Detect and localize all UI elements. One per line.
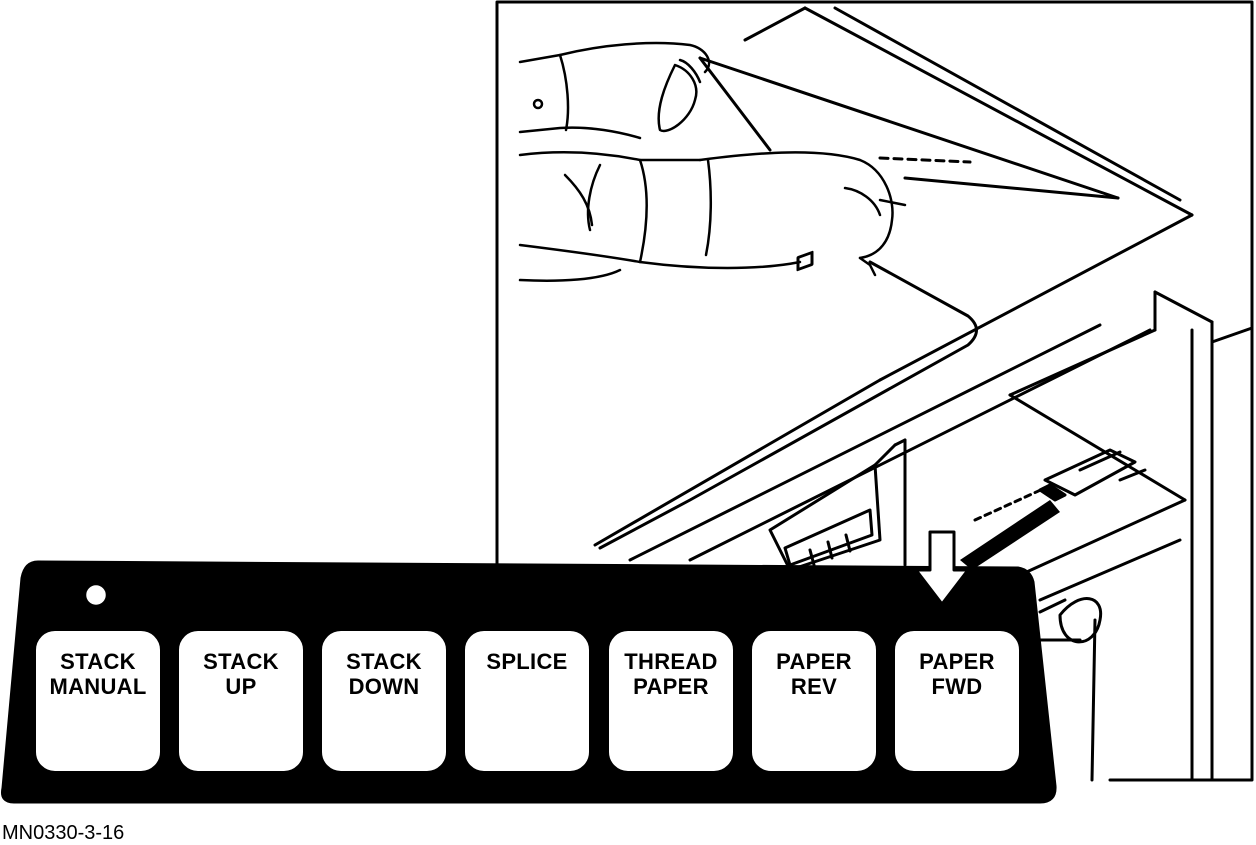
stack-down-key[interactable]: STACK DOWN [319,628,449,774]
paper-sheet [698,56,1120,200]
splice-key-label: SPLICE [486,649,568,674]
stack-down-key-label: STACK DOWN [346,649,422,699]
paper-feed-path [960,448,1147,570]
stack-manual-key[interactable]: STACK MANUAL [33,628,163,774]
thread-paper-key[interactable]: THREAD PAPER [606,628,736,774]
inset-frame [495,0,1254,782]
splice-key[interactable]: SPLICE [462,628,592,774]
figure-id: MN0330-3-16 [2,822,125,844]
paper-rev-key[interactable]: PAPER REV [749,628,879,774]
panel-mounting-hole [83,582,109,608]
paper-rev-key-label: PAPER REV [776,649,852,699]
paper-fwd-key-label: PAPER FWD [919,649,995,699]
stack-up-key-label: STACK UP [203,649,279,699]
printer-body [628,290,1254,782]
printer-cover [593,6,1194,550]
stack-manual-key-label: STACK MANUAL [49,649,147,699]
stack-up-key[interactable]: STACK UP [176,628,306,774]
operator-hands [518,41,907,282]
printer-control-panel [768,250,907,572]
thread-paper-key-label: THREAD PAPER [624,649,718,699]
down-arrow-icon [914,530,970,606]
paper-fwd-key[interactable]: PAPER FWD [892,628,1022,774]
